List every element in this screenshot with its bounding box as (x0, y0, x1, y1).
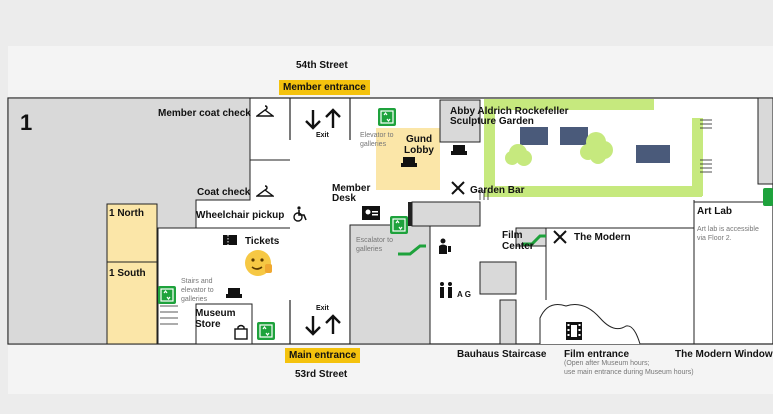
exit-arrows-icon (305, 108, 341, 130)
coat-check-label[interactable]: Coat check (197, 187, 251, 198)
elevator-icon (378, 108, 396, 126)
wheelchair-pickup-label[interactable]: Wheelchair pickup (196, 210, 285, 221)
ticket-icon (223, 235, 237, 245)
bauhaus-staircase-label[interactable]: Bauhaus Staircase (457, 349, 547, 360)
wheelchair-icon (293, 206, 307, 222)
center-block (349, 224, 431, 345)
thumbs-up-emoji-icon (245, 250, 272, 276)
shopping-bag-icon (234, 324, 248, 340)
elevator-icon (763, 188, 773, 206)
garden-hedge-bottom (484, 186, 702, 197)
film-icon (566, 322, 582, 340)
floor-number: 1 (20, 110, 33, 135)
sculpture-garden-label-line1[interactable]: Abby Aldrich Rockefeller (450, 106, 569, 117)
fork-knife-icon (553, 230, 567, 244)
museum-store-label-line2[interactable]: Store (195, 319, 221, 330)
sofa-icon (401, 157, 417, 167)
sofa-icon (451, 145, 467, 155)
art-lab-note-line2: via Floor 2. (697, 235, 732, 242)
art-lab-note-line1: Art lab is accessible (697, 226, 759, 233)
member-card-icon (362, 206, 380, 220)
hanger-icon (256, 105, 274, 117)
modern-window-label[interactable]: The Modern Window (675, 349, 773, 360)
elevator-note-line1: Elevator to (360, 132, 394, 139)
stairs-note-line3: galleries (181, 296, 208, 303)
museum-store-label-line1[interactable]: Museum (195, 308, 236, 319)
member-desk-label-line1[interactable]: Member (332, 183, 371, 194)
garden-bar-label[interactable]: Garden Bar (470, 185, 525, 196)
art-lab-label[interactable]: Art Lab (697, 206, 732, 217)
the-modern-label[interactable]: The Modern (574, 232, 631, 243)
film-center-label-line2[interactable]: Center (502, 241, 534, 252)
escalator-note-line1: Escalator to (356, 237, 393, 244)
restroom-letters: A G (457, 290, 471, 299)
gund-lobby-label-line2[interactable]: Lobby (404, 145, 434, 156)
film-entrance-note-line2: use main entrance during Museum hours) (564, 369, 694, 376)
information-person-icon (439, 238, 451, 254)
garden-hedge-top (484, 99, 654, 110)
film-entrance-note-line1: (Open after Museum hours; (564, 360, 650, 367)
stairs-note-line1: Stairs and (181, 278, 213, 285)
exit-label-north: Exit (316, 132, 329, 139)
hanger-icon (256, 185, 274, 197)
exit-label-south: Exit (316, 305, 329, 312)
elevator-icon (390, 216, 408, 234)
elevator-note-line2: galleries (360, 141, 387, 148)
main-entrance-tag[interactable]: Main entrance (285, 348, 361, 363)
member-desk-label-line2[interactable]: Desk (332, 193, 356, 204)
south-street-label: 53rd Street (295, 369, 348, 380)
one-south-label[interactable]: 1 South (109, 268, 146, 279)
restroom-icon (440, 282, 452, 298)
elevator-icon (158, 286, 176, 304)
fork-knife-icon (451, 181, 465, 195)
tickets-label[interactable]: Tickets (245, 236, 280, 247)
film-entrance-label[interactable]: Film entrance (564, 349, 630, 360)
gund-lobby-label-line1[interactable]: Gund (406, 134, 433, 145)
exit-arrows-icon (305, 314, 341, 336)
film-center-label-line1[interactable]: Film (502, 230, 523, 241)
north-street-label: 54th Street (296, 60, 348, 71)
elevator-icon (257, 322, 275, 340)
one-north-label[interactable]: 1 North (109, 208, 144, 219)
stairs-note-line2: elevator to (181, 287, 214, 294)
sculpture-garden-label-line2[interactable]: Sculpture Garden (450, 116, 534, 127)
sofa-icon (226, 288, 242, 298)
one-north-south-block (106, 203, 158, 345)
member-coat-check-label[interactable]: Member coat check (158, 108, 251, 119)
member-entrance-tag[interactable]: Member entrance (279, 80, 370, 95)
escalator-note-line2: galleries (356, 246, 383, 253)
